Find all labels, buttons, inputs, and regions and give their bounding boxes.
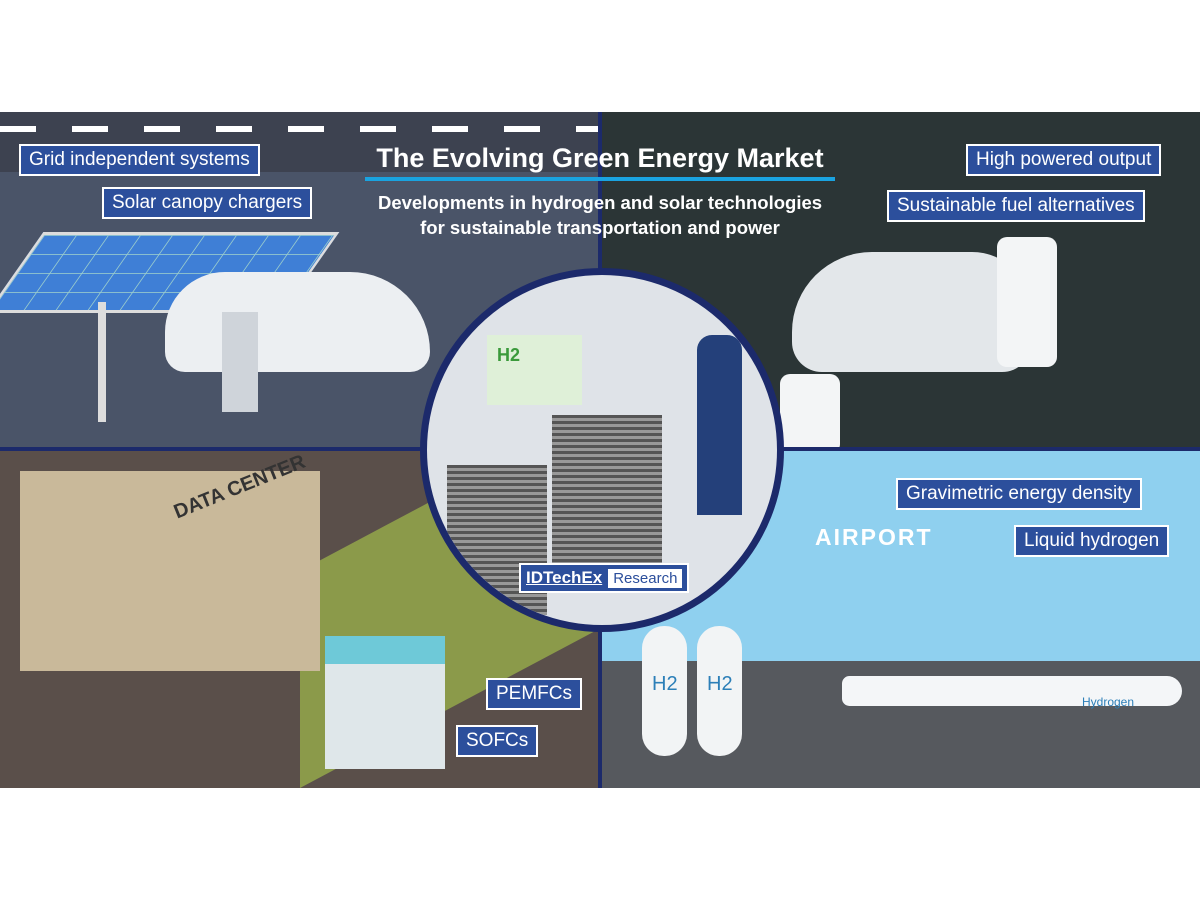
label-high-powered: High powered output bbox=[966, 144, 1162, 176]
logo-brand: IDTechEx bbox=[526, 568, 603, 587]
label-solar-canopy: Solar canopy chargers bbox=[102, 187, 313, 219]
idtechex-logo: IDTechEx Research bbox=[519, 563, 690, 593]
hydrogen-pump bbox=[997, 237, 1057, 367]
canopy-pole bbox=[98, 302, 106, 422]
h2-sign: H2 bbox=[487, 335, 582, 405]
label-pemfcs: PEMFCs bbox=[486, 678, 582, 710]
logo-tag: Research bbox=[608, 568, 683, 588]
electric-car bbox=[165, 272, 430, 372]
hydrogen-tank bbox=[642, 626, 687, 756]
label-sofcs: SOFCs bbox=[456, 725, 539, 757]
tank-label: H2 bbox=[652, 673, 678, 695]
electrolyzer-stack bbox=[552, 415, 662, 585]
hydrogen-tank bbox=[697, 626, 742, 756]
label-grid-independent: Grid independent systems bbox=[19, 144, 260, 176]
road-markings bbox=[0, 126, 598, 132]
label-liquid-hydrogen: Liquid hydrogen bbox=[1014, 525, 1170, 557]
charging-station bbox=[222, 312, 258, 412]
label-sustainable-fuel: Sustainable fuel alternatives bbox=[887, 190, 1145, 222]
data-center-building bbox=[20, 471, 320, 671]
subtitle-line: Developments in hydrogen and solar techn… bbox=[377, 192, 823, 213]
tank-label: H2 bbox=[707, 673, 733, 695]
airport-sign: AIRPORT bbox=[815, 524, 933, 550]
subtitle-line: for sustainable transportation and power bbox=[420, 217, 780, 238]
fuel-cell-unit bbox=[325, 636, 445, 769]
airplane-livery: Hydrogen bbox=[1082, 695, 1135, 709]
hydrogen-airplane bbox=[842, 676, 1182, 706]
solar-charging-scene bbox=[0, 112, 598, 447]
hydrogen-car bbox=[792, 252, 1032, 372]
page-title: The Evolving Green Energy Market bbox=[365, 143, 835, 181]
worker bbox=[697, 335, 742, 515]
page-subtitle: Developments in hydrogen and solar techn… bbox=[345, 190, 855, 240]
hydrogen-pump bbox=[780, 374, 840, 447]
label-gravimetric: Gravimetric energy density bbox=[896, 478, 1142, 510]
